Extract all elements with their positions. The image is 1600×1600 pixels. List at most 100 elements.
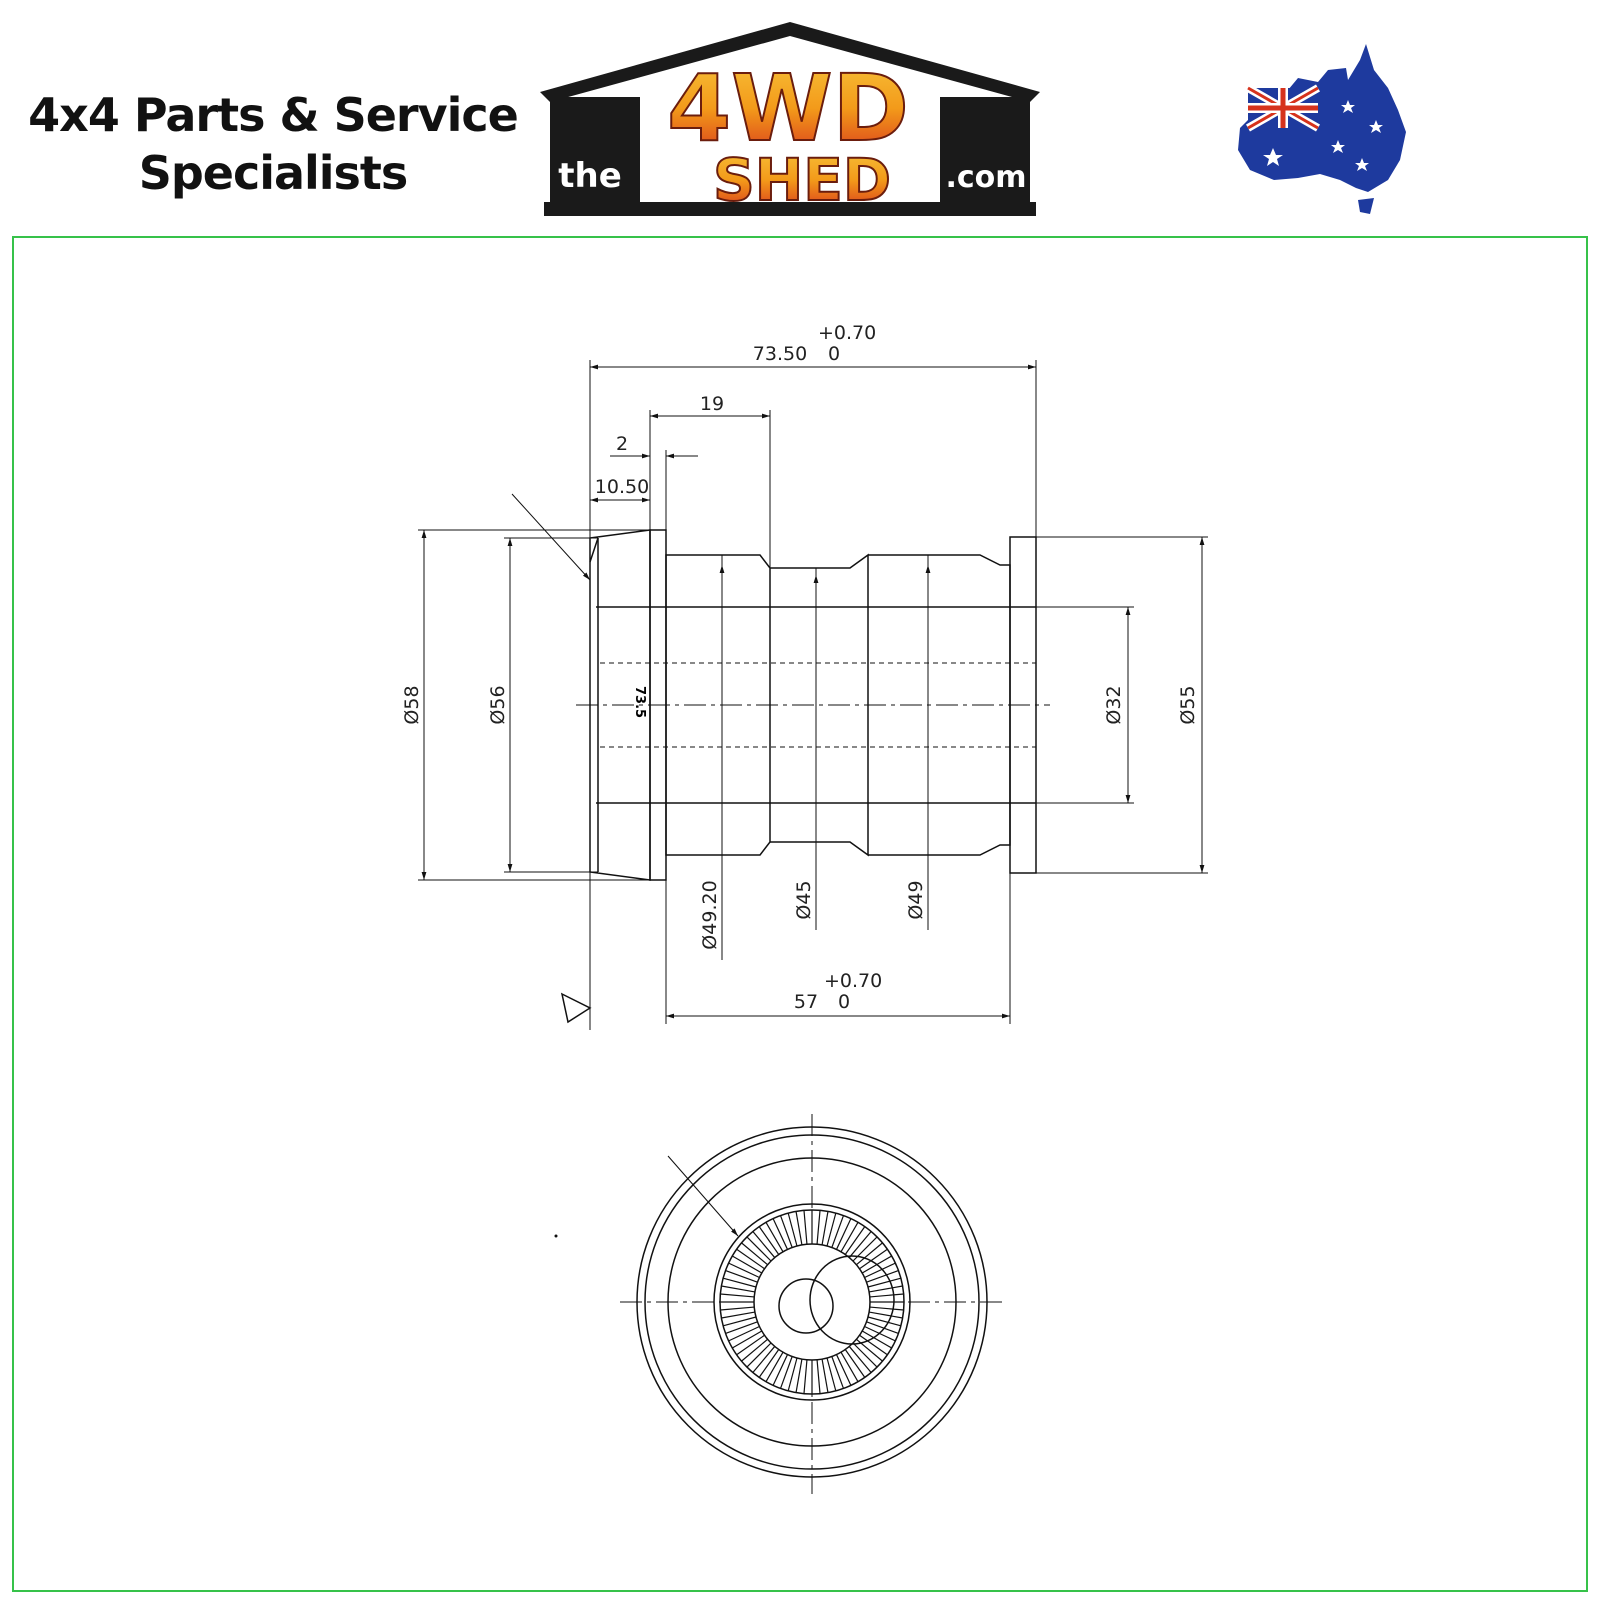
- dim-bottom-length: 57: [794, 991, 818, 1013]
- spoke-line: [848, 1346, 872, 1373]
- body-section-49-20: [665, 554, 771, 856]
- spoke-line: [795, 1359, 803, 1393]
- spoke-line: [720, 1306, 755, 1311]
- star-icon: [1341, 100, 1355, 113]
- shed-base: [544, 202, 1036, 216]
- dim-dia-56: Ø56: [487, 685, 509, 724]
- star-icon: [1331, 140, 1345, 153]
- spoke-line: [746, 1236, 772, 1262]
- dimensions: 73.50 +0.70 0 19 2 10.50 Ø58 Ø56 Ø32: [401, 322, 1208, 1030]
- spoke-line: [720, 1293, 755, 1298]
- spoke-line: [869, 1293, 904, 1298]
- spoke-line: [741, 1242, 768, 1266]
- spoke-line: [746, 1342, 772, 1368]
- spoke-line: [867, 1277, 902, 1288]
- spoke-line: [779, 1215, 793, 1248]
- spoke-line: [866, 1321, 899, 1335]
- dim-2: 2: [616, 433, 628, 455]
- spoke-line: [787, 1357, 798, 1392]
- spoke-line: [803, 1210, 808, 1245]
- spoke-line: [721, 1311, 755, 1319]
- spoke-line: [859, 1334, 888, 1356]
- spoke-line: [787, 1212, 798, 1247]
- spoke-line: [758, 1226, 780, 1255]
- star-icon: [1263, 148, 1283, 166]
- spoke-line: [758, 1349, 780, 1378]
- spoke-line: [869, 1285, 903, 1293]
- spoke-line: [831, 1215, 845, 1248]
- spoke-line: [816, 1359, 821, 1394]
- spoke-line: [816, 1210, 821, 1245]
- tagline: 4x4 Parts & Service Specialists: [28, 86, 519, 202]
- spoke-line: [725, 1321, 758, 1335]
- middle-ring: [667, 1157, 957, 1447]
- spoke-line: [866, 1269, 899, 1283]
- spoke-line: [861, 1330, 892, 1349]
- logo-dotcom: .com: [945, 160, 1026, 195]
- spoke-line: [867, 1316, 902, 1327]
- outer-ring-inner: [644, 1134, 980, 1470]
- speck: [554, 1234, 558, 1238]
- spoke-line: [826, 1357, 837, 1392]
- spoke-line: [856, 1242, 883, 1266]
- spoke-line: [840, 1351, 859, 1382]
- leader-arrow-top: [511, 493, 591, 581]
- leader-arrow-end: [667, 1155, 739, 1237]
- union-jack-cross-red: [1248, 88, 1318, 128]
- spoke-line: [852, 1342, 878, 1368]
- spoke-line: [736, 1334, 765, 1356]
- dim-bottom-tol-lower: 0: [838, 991, 850, 1013]
- spoke-line: [725, 1269, 758, 1283]
- spoke-line: [803, 1359, 808, 1394]
- rubber-spokes: [720, 1210, 904, 1394]
- spoke-line: [732, 1330, 763, 1349]
- spoke-line: [840, 1222, 859, 1253]
- logo-panel: [640, 82, 940, 202]
- spoke-line: [752, 1231, 776, 1258]
- outer-ring: [636, 1126, 988, 1478]
- logo-the: the: [558, 156, 622, 196]
- spoke-line: [826, 1212, 837, 1247]
- left-chamfer-top: [589, 537, 599, 563]
- spoke-line: [848, 1231, 872, 1258]
- spoke-line: [864, 1262, 896, 1279]
- spoke-line: [844, 1349, 866, 1378]
- offset-bore: [778, 1278, 834, 1334]
- spoke-line: [728, 1325, 760, 1342]
- spoke-line: [741, 1338, 768, 1362]
- star-icon: [1369, 120, 1383, 133]
- spoke-line: [752, 1346, 776, 1373]
- spoke-line: [722, 1316, 757, 1327]
- tasmania-shape: [1358, 198, 1374, 214]
- drawing-frame: [12, 236, 1588, 1592]
- spoke-line: [772, 1218, 789, 1250]
- spoke-line: [732, 1255, 763, 1274]
- spoke-line: [795, 1211, 803, 1245]
- tagline-line-1: 4x4 Parts & Service: [28, 88, 519, 142]
- rubber-ring: [713, 1203, 911, 1401]
- dim-dia-55: Ø55: [1177, 685, 1199, 724]
- dim-dia-49-20: Ø49.20: [699, 880, 721, 949]
- the-4wd-shed-logo[interactable]: the 4WD SHED .com: [540, 22, 1040, 222]
- dim-overall-tol-lower: 0: [828, 343, 840, 365]
- spoke-line: [721, 1285, 755, 1293]
- side-view: 73.5: [576, 529, 1050, 881]
- end-view: [554, 1114, 1006, 1494]
- spoke-line: [844, 1226, 866, 1255]
- spoke-line: [835, 1218, 852, 1250]
- inner-label-73-5: 73.5: [632, 686, 647, 718]
- dim-overall-length: 73.50: [753, 343, 807, 365]
- spoke-line: [821, 1359, 829, 1393]
- logo-4wd: 4WD: [667, 55, 909, 162]
- dim-10-50: 10.50: [595, 476, 649, 498]
- spoke-line: [859, 1248, 888, 1270]
- spoke-line: [831, 1356, 845, 1389]
- spoke-line: [835, 1354, 852, 1386]
- spoke-mask: [754, 1244, 870, 1360]
- dim-dia-49: Ø49: [905, 880, 927, 919]
- dim-dia-45: Ø45: [793, 880, 815, 919]
- spoke-line: [736, 1248, 765, 1270]
- header: 4x4 Parts & Service Specialists the 4WD …: [0, 0, 1600, 232]
- dim-dia-58: Ø58: [401, 685, 423, 724]
